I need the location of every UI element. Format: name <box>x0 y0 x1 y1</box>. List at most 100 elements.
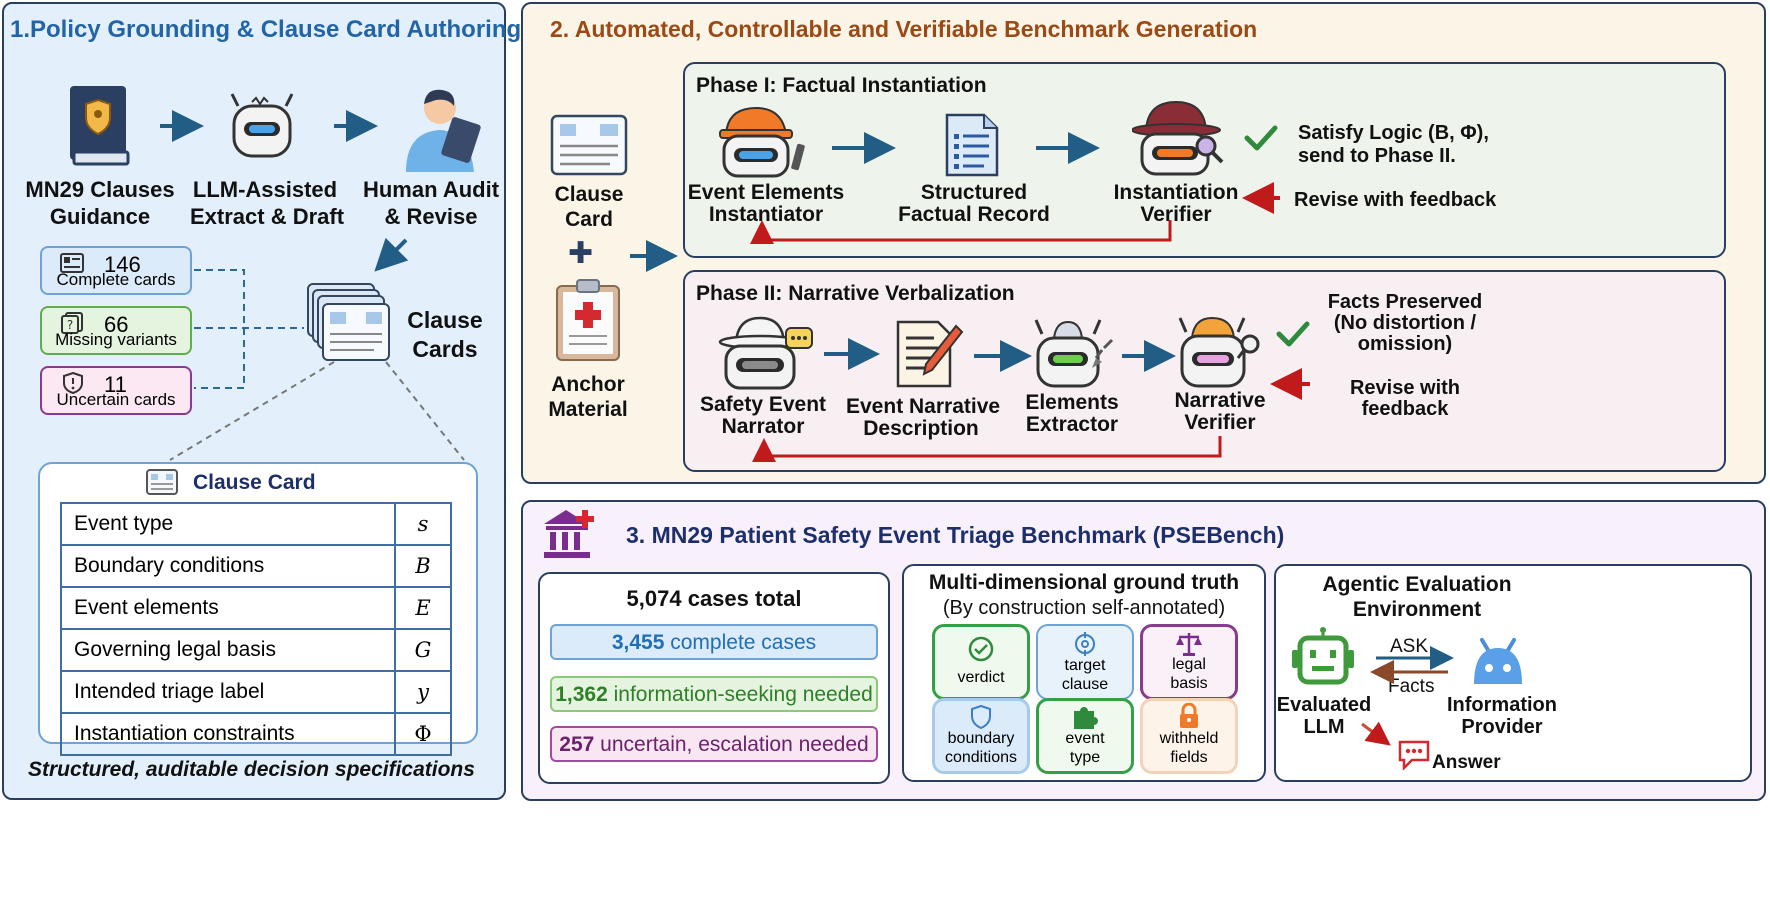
stat-missing-label: Missing variants <box>55 330 177 349</box>
gt-legal-label: legal basis <box>1143 655 1235 693</box>
stat-complete-cards: 146 Complete cards <box>40 246 192 295</box>
narrative-description-line1: Event Narrative <box>846 395 1001 418</box>
clause-card-title: Clause Card <box>193 471 316 494</box>
human-auditor-icon <box>406 89 481 172</box>
check-circle-icon <box>968 636 994 662</box>
evaluated-llm-robot-icon <box>1292 627 1354 685</box>
clause-card-icon <box>146 469 178 495</box>
answer-chat-icon <box>1398 740 1430 770</box>
clause-symbol: y <box>394 670 452 714</box>
answer-label: Answer <box>1432 752 1501 773</box>
phase2-pass-line3: omission) <box>1357 333 1453 355</box>
extractor-label: Elements Extractor <box>1002 392 1142 436</box>
gt-withheld-line2: fields <box>1170 749 1208 766</box>
gt-withheld-fields: withheld fields <box>1140 698 1238 774</box>
llm-assisted-line2: Extract & Draft <box>190 204 345 229</box>
information-provider-bot-icon <box>1474 638 1522 684</box>
llm-assisted-line1: LLM-Assisted <box>192 177 338 202</box>
target-icon <box>1075 632 1095 656</box>
guidance-label-line2: Guidance <box>49 204 151 229</box>
gt-legal-basis: legal basis <box>1140 624 1238 700</box>
narrative-verifier-robot-icon <box>1178 316 1260 388</box>
clause-field: Event elements <box>60 586 396 630</box>
evaluated-llm-line1: Evaluated <box>1276 694 1372 716</box>
phase1-revise-text: Revise with feedback <box>1294 189 1497 211</box>
lock-icon <box>1180 703 1198 728</box>
factual-record-line1: Structured <box>920 181 1028 204</box>
shield-icon <box>971 705 991 729</box>
plus-icon: ✚ <box>568 236 594 271</box>
guidance-label-line1: MN29 Clauses <box>25 177 175 202</box>
panel1-title: 1.Policy Grounding & Clause Card Authori… <box>10 16 522 43</box>
clause-cards-line1: Clause <box>407 307 483 333</box>
instantiation-verifier-label: Instantiation Verifier <box>1098 182 1254 226</box>
case-label: complete cases <box>670 631 817 654</box>
puzzle-icon <box>1074 707 1098 729</box>
clause-symbol: G <box>394 628 452 672</box>
narrator-line1: Safety Event <box>699 393 827 416</box>
extractor-line1: Elements <box>1025 391 1119 414</box>
gt-withheld-line1: withheld <box>1159 730 1219 747</box>
extractor-robot-icon <box>1034 319 1114 388</box>
narrative-verifier-label: Narrative Verifier <box>1150 390 1290 434</box>
guidance-label: MN29 Clauses Guidance <box>20 176 180 230</box>
facts-label: Facts <box>1388 676 1435 697</box>
phase1-pass-text: Satisfy Logic (B, Φ), send to Phase II. <box>1298 122 1489 168</box>
clause-card-input-label: Clause Card <box>545 182 633 232</box>
clause-symbol: Φ <box>394 712 452 756</box>
llm-robot-icon <box>230 93 294 158</box>
anchor-material-line1: Anchor <box>551 373 625 396</box>
clause-field: Intended triage label <box>60 670 396 714</box>
instantiator-line2: Instantiator <box>708 203 824 226</box>
instantiation-verifier-line2: Verifier <box>1140 203 1212 226</box>
gt-verdict-line1: verdict <box>957 669 1005 686</box>
clause-cards-line2: Cards <box>412 336 478 362</box>
evaluated-llm-label: Evaluated LLM <box>1274 694 1374 738</box>
guidance-book-icon <box>70 86 130 166</box>
case-count: 3,455 <box>611 631 665 654</box>
information-provider-label: Information Provider <box>1442 694 1562 738</box>
extractor-line2: Extractor <box>1025 413 1119 436</box>
instantiator-line1: Event Elements <box>687 181 845 204</box>
factual-record-label: Structured Factual Record <box>896 182 1052 226</box>
clause-cards-label: Clause Cards <box>398 306 492 364</box>
gt-target-line1: target <box>1064 657 1106 674</box>
gt-verdict: verdict <box>932 624 1030 700</box>
stat-uncertain-label: Uncertain cards <box>56 390 176 409</box>
shield-alert-icon <box>63 372 83 394</box>
human-audit-label: Human Audit & Revise <box>356 176 506 230</box>
phase1-pass-line2: send to Phase II. <box>1298 145 1456 167</box>
evaluated-llm-line2: LLM <box>1303 716 1345 738</box>
anchor-material-label: Anchor Material <box>540 372 636 422</box>
question-cards-icon: ? <box>61 312 83 334</box>
agentic-title: Agentic Evaluation Environment <box>1274 572 1560 622</box>
narrator-robot-icon <box>718 316 813 390</box>
clause-cards-stack-icon <box>307 283 390 361</box>
information-provider-line1: Information <box>1447 694 1557 716</box>
case-row-info-seeking: 1,362 information-seeking needed <box>550 676 878 712</box>
phase2-revise-line1: Revise with <box>1349 377 1461 399</box>
phase1-check-icon <box>1244 125 1278 151</box>
clause-field: Boundary conditions <box>60 544 396 588</box>
narrator-line2: Narrator <box>721 415 805 438</box>
gt-event-type-line1: event <box>1065 730 1105 747</box>
case-count: 1,362 <box>555 683 608 706</box>
gt-legal-line2: basis <box>1170 675 1208 692</box>
gt-legal-line1: legal <box>1172 656 1206 673</box>
instantiation-verifier-line1: Instantiation <box>1113 181 1239 204</box>
panel2-title: 2. Automated, Controllable and Verifiabl… <box>550 16 1258 42</box>
llm-assisted-label: LLM-Assisted Extract & Draft <box>190 176 345 230</box>
case-count: 257 <box>559 733 595 756</box>
ground-truth-title: Multi-dimensional ground truth <box>928 571 1240 594</box>
phase1-pass-line1: Satisfy Logic (B, Φ), <box>1298 122 1489 144</box>
ground-truth-subtitle: (By construction self-annotated) <box>942 597 1226 619</box>
